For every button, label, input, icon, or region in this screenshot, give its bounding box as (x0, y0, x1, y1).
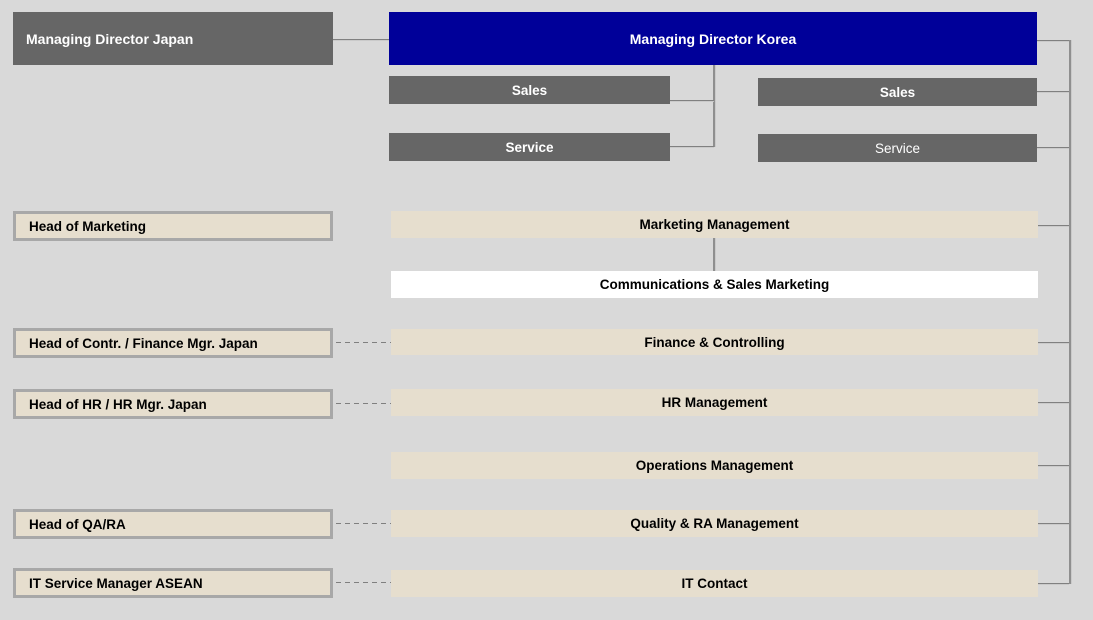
node-service-korea-left: Service (389, 133, 670, 161)
node-sales-korea-left: Sales (389, 76, 670, 104)
connector-dashed-finance (336, 342, 391, 343)
connector-service-left-stub (670, 146, 714, 147)
connector-rail-operations (1038, 465, 1069, 466)
connector-dashed-qa-ra (336, 523, 391, 524)
node-managing-director-korea: Managing Director Korea (389, 12, 1037, 65)
connector-marketing-to-communications (713, 238, 715, 271)
connector-dashed-it (336, 582, 391, 583)
connector-rail-marketing (1038, 225, 1069, 226)
node-communications-sales-marketing: Communications & Sales Marketing (391, 271, 1038, 298)
connector-dashed-hr (336, 403, 391, 404)
node-head-of-qa-ra: Head of QA/RA (13, 509, 333, 539)
node-it-service-manager-asean: IT Service Manager ASEAN (13, 568, 333, 598)
connector-rail-service-right (1037, 147, 1069, 148)
connector-korea-to-rail (1037, 40, 1069, 41)
node-head-of-marketing: Head of Marketing (13, 211, 333, 241)
connector-sales-left-stub (670, 100, 714, 101)
connector-rail-finance (1038, 342, 1069, 343)
connector-rail-sales-right (1037, 91, 1069, 92)
node-service-right: Service (758, 134, 1037, 162)
connector-rail-hr (1038, 402, 1069, 403)
node-finance-controlling: Finance & Controlling (391, 329, 1038, 355)
node-operations-management: Operations Management (391, 452, 1038, 479)
connector-korea-drop-line (713, 65, 715, 147)
node-sales-right: Sales (758, 78, 1037, 106)
node-quality-ra-management: Quality & RA Management (391, 510, 1038, 537)
node-head-of-hr: Head of HR / HR Mgr. Japan (13, 389, 333, 419)
connector-right-rail (1069, 40, 1071, 584)
node-head-of-contr-finance: Head of Contr. / Finance Mgr. Japan (13, 328, 333, 358)
connector-japan-to-korea (333, 39, 389, 40)
node-managing-director-japan: Managing Director Japan (13, 12, 333, 65)
connector-rail-quality (1038, 523, 1069, 524)
node-marketing-management: Marketing Management (391, 211, 1038, 238)
connector-rail-it-contact (1038, 583, 1069, 584)
node-it-contact: IT Contact (391, 570, 1038, 597)
node-hr-management: HR Management (391, 389, 1038, 416)
